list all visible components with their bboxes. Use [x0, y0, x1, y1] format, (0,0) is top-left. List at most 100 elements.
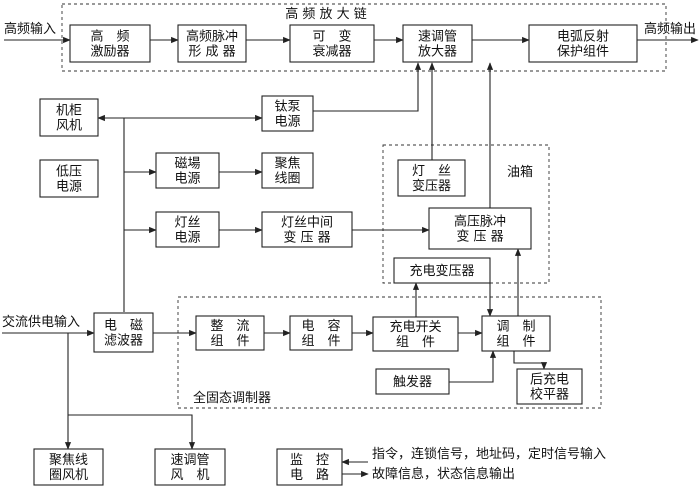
low-voltage-psu-box — [39, 159, 99, 198]
ac-input-label: 交流供电输入 — [2, 314, 80, 330]
filament-psu-label-line-1: 灯丝 — [174, 216, 200, 231]
modulation-block: 调 制组 件 — [481, 315, 551, 352]
emi-filter-label-line-2: 滤波器 — [104, 334, 143, 349]
capacitor-block: 电 容组 件 — [289, 315, 353, 351]
hv-pulse-transformer-box — [428, 207, 532, 250]
modulation-label-line-2: 组 件 — [496, 335, 535, 350]
trigger-label-line-1: 触发器 — [393, 374, 432, 390]
monitor-control-label-line-1: 监 控 — [290, 453, 329, 468]
charge-transformer-label-line-1: 充电变压器 — [409, 263, 474, 279]
emi-filter-box — [93, 312, 154, 353]
post-charge-leveler-box — [516, 368, 583, 405]
focus-coil-label-line-1: 聚焦 — [274, 157, 300, 172]
capacitor-label-line-1: 电 容 — [301, 318, 340, 334]
low-voltage-psu-label-line-1: 低压 — [56, 165, 82, 180]
hv-pulse-transformer-label-line-1: 高压脉冲 — [454, 214, 506, 230]
focus-coil-fan-label-line-1: 聚焦线 — [49, 453, 88, 468]
arc-reflect-protect-label-line-1: 电弧反射 — [557, 29, 609, 45]
focus-coil-fan-label-line-2: 圈风机 — [49, 468, 88, 483]
rectifier-label-line-1: 整 流 — [210, 319, 249, 334]
filament-transformer-box — [397, 159, 466, 197]
monitor-control-label-line-2: 电 路 — [290, 467, 329, 483]
hf-pulse-shaper-label-line-2: 形 成 器 — [188, 45, 235, 60]
velocity-tube-fan-label-line-1: 速调管 — [170, 453, 209, 468]
solid-state-modulator-group — [177, 296, 602, 409]
monitor-output-signals-label: 故障信息，状态信息输出 — [372, 466, 515, 482]
hf-pulse-shaper-label-line-1: 高频脉冲 — [186, 29, 238, 45]
variable-attenuator-label-line-2: 衰减器 — [312, 44, 351, 60]
hf-chain-title: 高 频 放 大 链 — [285, 6, 367, 22]
emi-filter-label-line-1: 电 磁 — [104, 319, 143, 334]
post-charge-leveler-label-line-1: 后充电 — [530, 372, 569, 388]
hf-pulse-shaper-box — [177, 24, 247, 63]
capacitor-label-line-2: 组 件 — [301, 334, 340, 349]
charge-transformer-box — [393, 257, 491, 284]
charge-switch-label-line-1: 充电开关 — [389, 319, 441, 335]
post-charge-leveler-label-line-2: 校平器 — [530, 387, 569, 403]
filament-inter-transformer-label-line-1: 灯丝中间 — [281, 216, 333, 231]
focus-coil-box — [261, 152, 314, 189]
filament-transformer-label-line-1: 灯 丝 — [412, 164, 451, 179]
filament-inter-transformer-label-line-2: 变 压 器 — [283, 230, 330, 246]
filament-inter-transformer-box — [261, 211, 353, 248]
hf-exciter-label-line-1: 高 频 — [90, 29, 129, 45]
filament-psu-box — [155, 211, 220, 248]
rectifier-box — [195, 315, 265, 351]
arc-reflect-protect-box — [528, 24, 638, 63]
hv-pulse-transformer-label-line-2: 变 压 器 — [456, 229, 503, 245]
velocity-tube-amp-label-line-2: 放大器 — [418, 45, 457, 60]
trigger-to-modulation-arrow — [449, 350, 497, 383]
hf-output-label: 高频输出 — [644, 21, 696, 37]
monitor-input-signals-label: 指令，连锁信号，地址码，定时信号输入 — [372, 446, 606, 462]
magnet-psu-label-line-2: 电源 — [174, 172, 200, 187]
velocity-tube-amp-box — [402, 24, 473, 63]
focus-coil-fan-box — [33, 448, 104, 486]
cabinet-fan-label-line-2: 风机 — [56, 119, 82, 134]
ti-pump-psu-label-line-1: 钛泵 — [274, 100, 300, 115]
ti-pump-to-amp-arrow — [313, 62, 422, 112]
cabinet-fan-label-line-1: 机柜 — [56, 104, 82, 119]
hf-amplifier-chain-group — [61, 3, 667, 72]
charge-switch-box — [372, 316, 459, 352]
velocity-tube-fan-label-line-2: 风 机 — [170, 468, 209, 483]
charge-switch-label-line-2: 组 件 — [396, 335, 435, 350]
ti-pump-psu-label-line-2: 电源 — [274, 115, 300, 130]
capacitor-box — [289, 315, 353, 351]
charge-transformer-block: 充电变压器 — [393, 257, 491, 284]
modulation-to-leveler-arrow — [513, 351, 548, 370]
oil-tank-label: 油箱 — [507, 164, 533, 180]
trigger-block: 触发器 — [375, 368, 450, 395]
ti-pump-psu-box — [261, 95, 314, 132]
hf-input-label: 高频输入 — [4, 21, 56, 37]
filament-psu-label-line-2: 电源 — [174, 231, 200, 246]
variable-attenuator-label-line-1: 可 变 — [312, 29, 351, 45]
hf-exciter-label-line-2: 激励器 — [90, 45, 129, 60]
monitor-control-box — [276, 448, 343, 486]
cabinet-fan-box — [39, 98, 99, 137]
filament-transformer-label-line-2: 变压器 — [412, 178, 451, 194]
hf-exciter-box — [69, 24, 151, 63]
rectifier-label-line-2: 组 件 — [210, 334, 249, 349]
to-velocity-tube-fan-arrow — [68, 414, 196, 450]
modulation-box — [481, 315, 551, 352]
